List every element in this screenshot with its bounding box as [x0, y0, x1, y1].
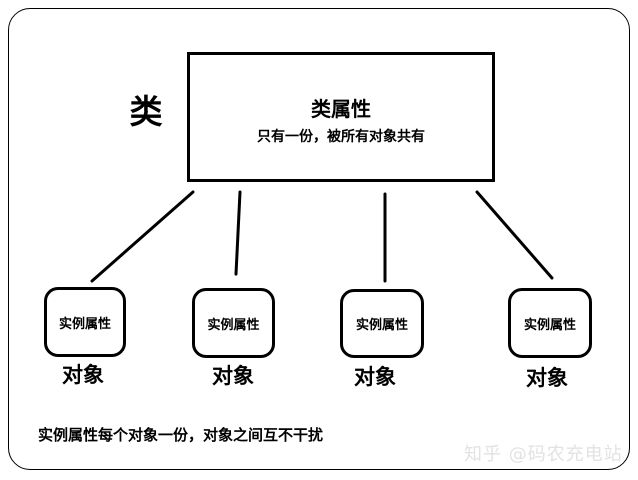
- instance-attribute-label-3: 实例属性: [355, 318, 408, 333]
- class-attribute-subtitle: 只有一份，被所有对象共有: [257, 128, 425, 145]
- instance-attribute-label-1: 实例属性: [58, 316, 111, 332]
- instance-attribute-box-4: 实例属性: [508, 288, 592, 358]
- zhihu-watermark: 知乎 @码农充电站: [464, 444, 623, 465]
- object-label-1: 对象: [62, 363, 104, 387]
- instance-attribute-box-3: 实例属性: [340, 289, 424, 358]
- rounded-frame-border: [8, 8, 630, 470]
- connector-line-2: [234, 190, 242, 276]
- instance-attribute-label-4: 实例属性: [523, 317, 576, 333]
- object-label-2: 对象: [212, 364, 254, 388]
- object-label-4: 对象: [526, 366, 568, 390]
- instance-attribute-box-1: 实例属性: [44, 287, 126, 357]
- instance-attribute-box-2: 实例属性: [192, 288, 275, 358]
- bottom-caption: 实例属性每个对象一份，对象之间互不干扰: [38, 426, 324, 444]
- object-label-3: 对象: [354, 365, 396, 389]
- class-attribute-title: 类属性: [311, 96, 371, 121]
- connector-line-1: [90, 190, 195, 283]
- connector-line-4: [475, 190, 554, 280]
- instance-attribute-label-2: 实例属性: [207, 317, 260, 333]
- class-attribute-box: 类属性 只有一份，被所有对象共有: [187, 52, 495, 182]
- class-label: 类: [129, 92, 163, 131]
